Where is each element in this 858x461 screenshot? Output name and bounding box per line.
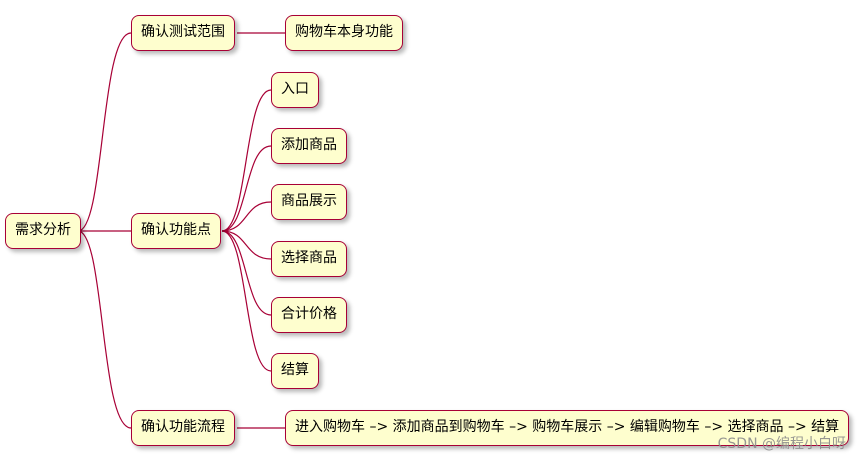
leaf-checkout: 结算 — [271, 353, 319, 389]
watermark: CSDN @编程小白呀 — [717, 436, 846, 452]
leaf-cart-itself: 购物车本身功能 — [285, 15, 403, 51]
leaf-total-price: 合计价格 — [271, 297, 347, 333]
edge-root-scope — [77, 32, 132, 232]
edge-points-total — [221, 230, 272, 316]
root-node: 需求分析 — [5, 213, 81, 249]
leaf-select-product: 选择商品 — [271, 241, 347, 277]
edge-points-checkout — [221, 230, 272, 372]
branch-test-scope: 确认测试范围 — [131, 15, 235, 51]
leaf-add-product: 添加商品 — [271, 128, 347, 164]
edge-points-entry — [221, 89, 272, 232]
leaf-entry: 入口 — [271, 72, 319, 108]
edge-root-flow — [77, 230, 132, 429]
edge-points-show — [221, 201, 272, 232]
edge-points-select — [221, 230, 272, 260]
edge-points-add — [221, 145, 272, 232]
branch-function-flow: 确认功能流程 — [131, 410, 235, 446]
leaf-product-display: 商品展示 — [271, 184, 347, 220]
branch-function-points: 确认功能点 — [131, 213, 221, 249]
leaf-flow-steps: 进入购物车 –> 添加商品到购物车 –> 购物车展示 –> 编辑购物车 –> 选… — [285, 410, 850, 446]
